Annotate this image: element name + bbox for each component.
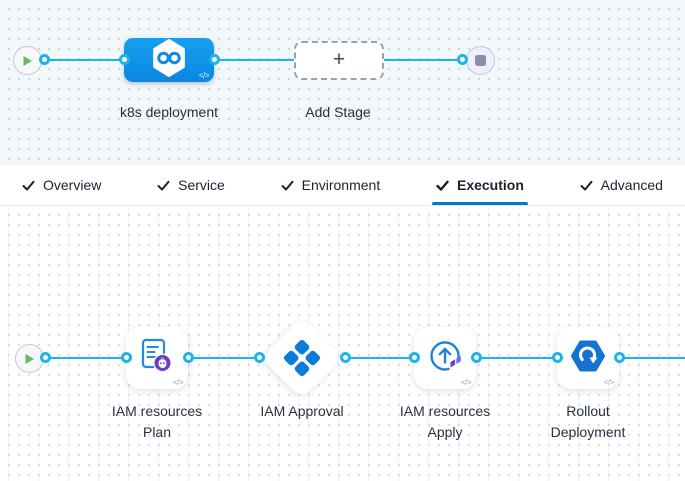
connector-port xyxy=(119,54,130,65)
check-icon xyxy=(22,179,35,192)
play-icon xyxy=(22,55,33,67)
connector-line xyxy=(214,59,294,61)
yaml-code-icon: </> xyxy=(603,378,615,387)
add-stage-label: Add Stage xyxy=(305,104,371,120)
connector-port xyxy=(552,352,563,363)
connector-port xyxy=(254,352,265,363)
yaml-code-icon: </> xyxy=(460,378,472,387)
tab-label: Advanced xyxy=(600,177,663,193)
stage-label: k8s deployment xyxy=(119,104,219,120)
step-label: IAM Approval xyxy=(222,401,382,422)
play-icon xyxy=(24,353,35,365)
connector-line xyxy=(619,357,685,359)
pipeline-start-node xyxy=(13,46,42,75)
tab-label: Service xyxy=(178,177,225,193)
stage-config-tabbar: Overview Service Environment Execution A… xyxy=(0,165,685,206)
tab-execution[interactable]: Execution xyxy=(431,165,528,205)
stage-node-k8s-deployment[interactable]: </> xyxy=(124,38,214,82)
connector-port xyxy=(409,352,420,363)
connector-port xyxy=(457,54,468,65)
connector-line xyxy=(345,357,414,359)
tab-label: Environment xyxy=(301,177,381,193)
step-label-line1: IAM resources xyxy=(399,403,491,419)
step-node-iam-approval[interactable] xyxy=(260,316,344,400)
tab-overview[interactable]: Overview xyxy=(18,165,105,205)
connector-line xyxy=(188,357,259,359)
step-label-line2: Deployment xyxy=(550,424,626,440)
connector-port xyxy=(121,352,132,363)
connector-line xyxy=(45,357,126,359)
tab-advanced[interactable]: Advanced xyxy=(576,165,667,205)
plus-icon: + xyxy=(332,48,346,71)
step-label-line1: IAM resources xyxy=(111,403,203,419)
step-label-line1: IAM Approval xyxy=(260,403,344,419)
check-icon xyxy=(580,179,593,192)
step-label: IAM resources Plan xyxy=(77,401,237,443)
step-label: IAM resources Apply xyxy=(365,401,525,443)
connector-line xyxy=(44,59,124,61)
step-label-line1: Rollout xyxy=(566,403,610,419)
stop-icon xyxy=(475,55,486,66)
check-icon xyxy=(436,179,449,192)
connector-port xyxy=(183,352,194,363)
connector-line xyxy=(476,357,557,359)
connector-port xyxy=(340,352,351,363)
tab-label: Execution xyxy=(456,177,524,193)
tab-label: Overview xyxy=(43,177,102,193)
check-icon xyxy=(157,179,170,192)
connector-line xyxy=(384,59,462,61)
yaml-code-icon: </> xyxy=(172,378,184,387)
tab-environment[interactable]: Environment xyxy=(277,165,385,205)
step-label-line2: Plan xyxy=(142,424,172,440)
connector-port xyxy=(471,352,482,363)
connector-port xyxy=(209,54,220,65)
check-icon xyxy=(281,179,294,192)
yaml-code-icon: </> xyxy=(198,71,210,80)
k8s-rollout-icon xyxy=(568,336,608,381)
step-node-rollout-deployment[interactable]: </> xyxy=(557,327,619,389)
step-label: Rollout Deployment xyxy=(508,401,668,443)
k8s-stage-icon xyxy=(152,38,186,82)
pipeline-end-node xyxy=(466,46,495,75)
tab-service[interactable]: Service xyxy=(153,165,229,205)
terraform-plan-icon xyxy=(137,336,177,381)
step-node-iam-resources-plan[interactable]: </> xyxy=(126,327,188,389)
execution-canvas[interactable]: </> IAM resources Plan IAM Approval xyxy=(0,206,685,481)
step-label-line2: Apply xyxy=(427,424,463,440)
connector-port xyxy=(614,352,625,363)
active-tab-underline xyxy=(431,202,528,205)
step-node-iam-resources-apply[interactable]: </> xyxy=(414,327,476,389)
connector-port xyxy=(39,54,50,65)
add-stage-button[interactable]: + xyxy=(294,41,384,80)
connector-port xyxy=(40,352,51,363)
terraform-apply-icon xyxy=(425,336,465,381)
stage-canvas[interactable]: </> k8s deployment + Add Stage xyxy=(0,0,685,165)
execution-start-node xyxy=(15,344,44,373)
